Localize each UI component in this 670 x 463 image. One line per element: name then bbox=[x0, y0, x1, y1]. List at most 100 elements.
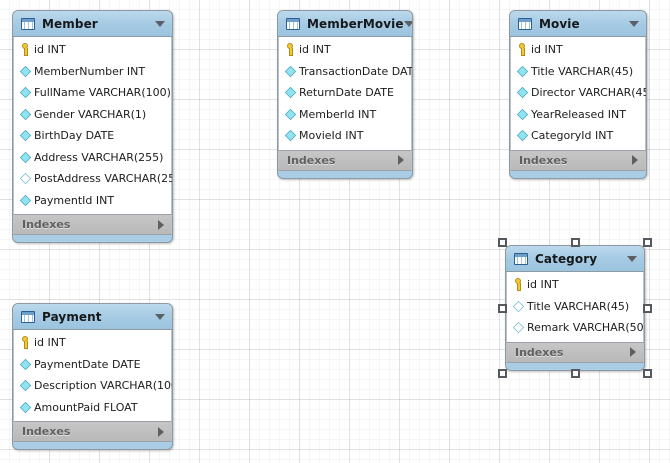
indexes-section[interactable]: Indexes bbox=[506, 341, 644, 363]
column-row[interactable]: id INT bbox=[279, 39, 411, 61]
table-header[interactable]: Category bbox=[506, 246, 644, 272]
table-header[interactable]: Payment bbox=[13, 304, 172, 330]
column-label: PostAddress VARCHAR(255) bbox=[34, 172, 173, 186]
column-label: Description VARCHAR(100) bbox=[34, 379, 173, 393]
chevron-down-icon[interactable] bbox=[155, 20, 165, 27]
diamond-icon bbox=[284, 108, 297, 120]
resize-handle-ne[interactable] bbox=[643, 238, 652, 247]
indexes-section[interactable]: Indexes bbox=[278, 149, 412, 171]
chevron-right-icon[interactable] bbox=[398, 155, 404, 165]
diamond-icon bbox=[19, 108, 32, 120]
key-icon bbox=[513, 278, 524, 292]
table-header[interactable]: Movie bbox=[510, 11, 646, 37]
table-node-category[interactable]: Category id INT Title VARCHAR(45) Remark VA… bbox=[505, 245, 645, 371]
resize-handle-e[interactable] bbox=[643, 303, 652, 313]
indexes-label: Indexes bbox=[22, 218, 71, 231]
column-row[interactable]: PaymentDate DATE bbox=[14, 354, 171, 376]
indexes-label: Indexes bbox=[22, 425, 71, 438]
column-row[interactable]: Remark VARCHAR(500) bbox=[507, 317, 644, 339]
indexes-label: Indexes bbox=[287, 153, 336, 167]
column-row[interactable]: Gender VARCHAR(1) bbox=[14, 104, 171, 126]
table-icon bbox=[514, 252, 528, 265]
column-row[interactable]: YearReleased INT bbox=[511, 104, 645, 126]
diamond-icon bbox=[19, 194, 32, 206]
diamond-icon bbox=[19, 401, 32, 413]
column-row[interactable]: id INT bbox=[511, 39, 645, 61]
chevron-down-icon[interactable] bbox=[155, 313, 165, 320]
column-row[interactable]: CategoryId INT bbox=[511, 125, 645, 147]
resize-handle-se[interactable] bbox=[643, 368, 652, 378]
column-label: MemberNumber INT bbox=[34, 64, 146, 78]
column-label: TransactionDate DATE bbox=[299, 64, 413, 78]
column-label: MovieId INT bbox=[299, 129, 364, 143]
diamond-icon bbox=[19, 65, 32, 77]
indexes-label: Indexes bbox=[515, 345, 564, 359]
table-title: Member bbox=[42, 16, 98, 31]
diamond-icon bbox=[516, 130, 529, 142]
column-label: Title VARCHAR(45) bbox=[527, 299, 630, 313]
diamond-icon bbox=[19, 358, 32, 370]
column-row[interactable]: Description VARCHAR(100) bbox=[14, 375, 173, 397]
column-row[interactable]: id INT bbox=[507, 274, 643, 296]
resize-handle-n[interactable] bbox=[571, 238, 580, 247]
key-icon bbox=[20, 336, 31, 350]
table-title: MemberMovie bbox=[307, 16, 404, 31]
column-label: PaymentId INT bbox=[34, 193, 115, 207]
key-icon bbox=[20, 43, 31, 57]
table-node-member[interactable]: Member id INT MemberNumber INT FullName VAR… bbox=[12, 10, 173, 243]
column-row[interactable]: MovieId INT bbox=[279, 125, 411, 147]
column-row[interactable]: Address VARCHAR(255) bbox=[14, 147, 171, 169]
column-row[interactable]: Title VARCHAR(45) bbox=[511, 61, 645, 83]
column-row[interactable]: MemberNumber INT bbox=[14, 61, 171, 83]
column-label: Gender VARCHAR(1) bbox=[34, 107, 147, 121]
table-icon bbox=[518, 17, 532, 30]
table-header[interactable]: MemberMovie bbox=[278, 11, 412, 37]
table-icon bbox=[21, 17, 35, 30]
diamond-icon bbox=[284, 87, 297, 99]
chevron-right-icon[interactable] bbox=[632, 155, 638, 165]
table-node-movie[interactable]: Movie id INT Title VARCHAR(45) Director VAR… bbox=[509, 10, 647, 179]
resize-handle-nw[interactable] bbox=[498, 238, 507, 247]
table-node-membermovie[interactable]: MemberMovie id INT TransactionDate DATE Ret… bbox=[277, 10, 413, 179]
chevron-down-icon[interactable] bbox=[627, 255, 637, 262]
column-row[interactable]: MemberId INT bbox=[279, 104, 411, 126]
chevron-right-icon[interactable] bbox=[158, 219, 164, 230]
chevron-down-icon[interactable] bbox=[403, 20, 412, 27]
diamond-icon bbox=[19, 380, 32, 392]
column-label: id INT bbox=[299, 43, 331, 57]
column-row[interactable]: PaymentId INT bbox=[14, 190, 171, 212]
chevron-right-icon[interactable] bbox=[630, 347, 636, 357]
column-row[interactable]: id INT bbox=[14, 39, 171, 61]
resize-handle-sw[interactable] bbox=[498, 368, 507, 378]
column-row[interactable]: Director VARCHAR(45) bbox=[511, 82, 647, 104]
table-header[interactable]: Member bbox=[13, 11, 172, 37]
column-row[interactable]: BirthDay DATE bbox=[14, 125, 171, 147]
column-list: id INT Title VARCHAR(45) Remark VARCHAR(50… bbox=[506, 272, 644, 342]
column-row[interactable]: Title VARCHAR(45) bbox=[507, 296, 643, 318]
column-row[interactable]: id INT bbox=[14, 332, 171, 354]
indexes-section[interactable]: Indexes bbox=[13, 214, 172, 235]
chevron-down-icon[interactable] bbox=[629, 20, 639, 27]
column-label: Director VARCHAR(45) bbox=[531, 86, 647, 100]
column-label: id INT bbox=[531, 43, 563, 57]
column-row[interactable]: TransactionDate DATE bbox=[279, 61, 413, 83]
diamond-icon bbox=[516, 65, 529, 77]
indexes-section[interactable]: Indexes bbox=[510, 149, 646, 171]
resize-handle-w[interactable] bbox=[498, 303, 507, 313]
diamond-hollow-icon bbox=[512, 322, 525, 334]
column-row[interactable]: AmountPaid FLOAT bbox=[14, 397, 171, 419]
column-label: id INT bbox=[34, 43, 66, 57]
resize-handle-s[interactable] bbox=[571, 368, 580, 378]
column-row[interactable]: ReturnDate DATE bbox=[279, 82, 411, 104]
chevron-right-icon[interactable] bbox=[158, 426, 164, 437]
table-title: Category bbox=[535, 251, 598, 266]
column-label: PaymentDate DATE bbox=[34, 357, 141, 371]
indexes-label: Indexes bbox=[519, 153, 568, 167]
column-list: id INT TransactionDate DATE ReturnDate DAT… bbox=[278, 37, 412, 150]
column-label: FullName VARCHAR(100) bbox=[34, 86, 171, 100]
column-row[interactable]: FullName VARCHAR(100) bbox=[14, 82, 171, 104]
column-row[interactable]: PostAddress VARCHAR(255) bbox=[14, 168, 173, 190]
indexes-section[interactable]: Indexes bbox=[13, 421, 172, 442]
